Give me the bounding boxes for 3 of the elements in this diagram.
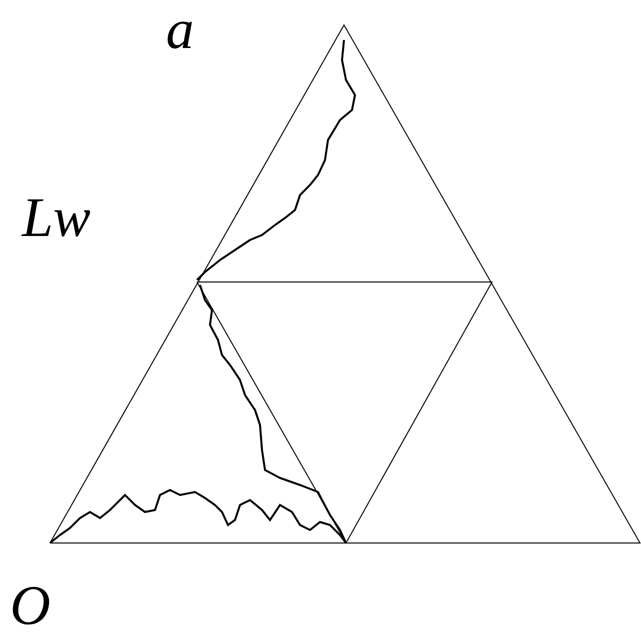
- axis-label: O: [10, 578, 50, 634]
- axis-label: a: [166, 2, 194, 58]
- axis-label: Lw: [22, 190, 90, 246]
